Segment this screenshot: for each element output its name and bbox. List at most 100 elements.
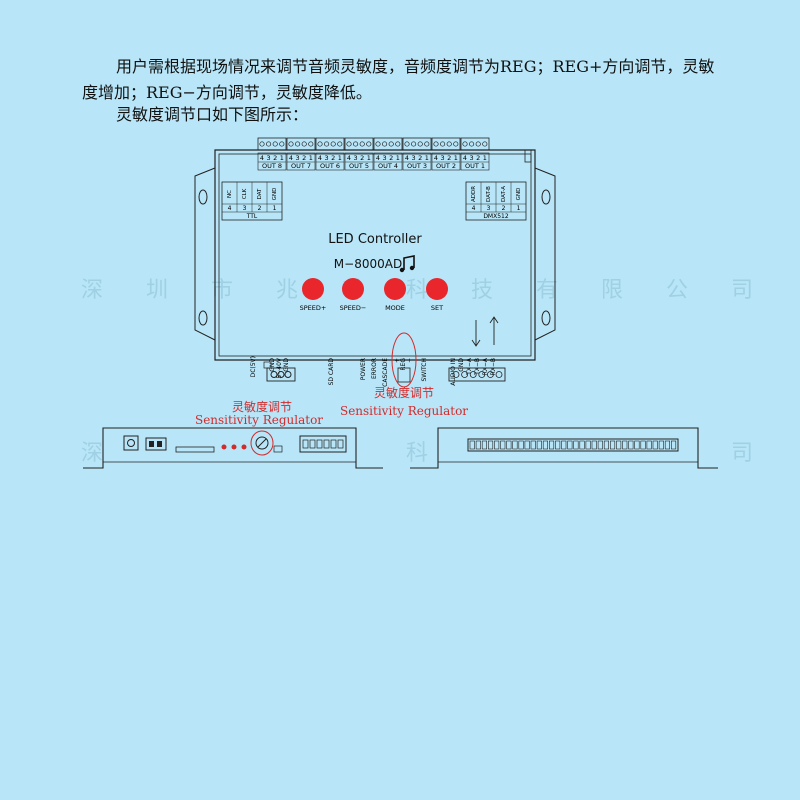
pin-number: 1: [396, 154, 400, 162]
button-label: MODE: [385, 304, 405, 312]
output-label: OUT 7: [291, 162, 311, 170]
watermark-char: 深: [81, 278, 103, 303]
port-pin-number: 4: [472, 205, 476, 212]
annotation-en-main: Sensitivity Regulator: [340, 404, 468, 418]
port-pin-number: 3: [243, 205, 247, 212]
audio-terminal: [448, 367, 506, 382]
pin-number: 2: [273, 154, 277, 162]
pin-number: 3: [470, 154, 474, 162]
bottom-port-label: CASCADE: [382, 358, 389, 387]
dmx-label: DMX512: [483, 213, 509, 220]
pin-number: 2: [447, 154, 451, 162]
bottom-port-label: REG: [400, 358, 407, 371]
output-label: OUT 3: [407, 162, 427, 170]
bottom-port-label: SD CARD: [328, 358, 335, 386]
intro-paragraph: 用户需根据现场情况来调节音频灵敏度，音频度调节为REG；REG+方向调节，灵敏度…: [82, 57, 715, 102]
port-pin-label: DAT-A: [501, 186, 507, 202]
pin-number: 1: [309, 154, 313, 162]
watermark-char: 技: [471, 278, 493, 303]
side-reg-highlight: [250, 430, 274, 456]
port-pin-label: GND: [516, 188, 522, 201]
button-label: SPEED−: [340, 304, 367, 312]
port-pin-label: NC: [227, 190, 233, 198]
port-pin-number: 3: [487, 205, 491, 212]
bottom-port-label: TX−B: [474, 358, 481, 376]
pin-number: 3: [267, 154, 271, 162]
control-button[interactable]: [342, 278, 364, 300]
port-pin-number: 2: [258, 205, 262, 212]
watermark-char: 公: [666, 278, 688, 303]
controller-side-view-back: [410, 427, 718, 469]
annotation-en-side: Sensitivity Regulator: [195, 413, 323, 427]
pin-number: 1: [454, 154, 458, 162]
pin-number: 1: [280, 154, 284, 162]
watermark-char: 司: [731, 441, 753, 466]
pin-number: 4: [376, 154, 380, 162]
control-button[interactable]: [426, 278, 448, 300]
port-pin-number: 2: [502, 205, 506, 212]
pin-number: 2: [360, 154, 364, 162]
pin-number: 1: [338, 154, 342, 162]
controller-side-view-front: [83, 427, 383, 469]
pin-number: 3: [441, 154, 445, 162]
output-label: OUT 8: [262, 162, 282, 170]
bottom-port-label: −: [406, 358, 413, 363]
pin-number: 4: [434, 154, 438, 162]
watermark-char: 深: [81, 441, 103, 466]
control-button[interactable]: [384, 278, 406, 300]
bottom-port-label: +: [394, 358, 401, 363]
output-label: OUT 1: [465, 162, 485, 170]
watermark-char: 限: [601, 278, 623, 303]
annotation-cn-side: 灵敏度调节: [232, 399, 292, 414]
watermark-char: 兆: [276, 278, 298, 303]
bottom-port-label: TX−A: [466, 357, 473, 376]
port-pin-number: 1: [517, 205, 521, 212]
pin-number: 2: [389, 154, 393, 162]
control-button[interactable]: [302, 278, 324, 300]
pin-number: 1: [425, 154, 429, 162]
arrow-down-icon: [471, 320, 481, 347]
button-label: SET: [431, 304, 443, 312]
bottom-port-label: RX−B: [490, 358, 497, 375]
pin-number: 2: [418, 154, 422, 162]
pin-number: 1: [367, 154, 371, 162]
pin-number: 4: [260, 154, 264, 162]
bottom-port-label: DC(5V): [250, 356, 257, 377]
watermark-char: 科: [406, 441, 428, 466]
watermark-char: 有: [536, 278, 558, 303]
port-pin-label: CLK: [242, 188, 248, 199]
bottom-port-label: RX−A: [482, 357, 489, 375]
watermark-char: 司: [731, 278, 753, 303]
pin-number: 4: [318, 154, 322, 162]
ttl-label: TTL: [246, 213, 258, 220]
bottom-port-label: GND: [269, 358, 276, 372]
port-pin-label: ADDR: [471, 186, 477, 202]
device-title: LED Controller: [328, 232, 422, 247]
pin-number: 4: [347, 154, 351, 162]
bottom-port-label: SWITCH: [421, 358, 428, 382]
pin-number: 4: [463, 154, 467, 162]
port-pin-label: DAT: [257, 188, 263, 199]
annotation-cn-main: 灵敏度调节: [374, 385, 434, 400]
pin-number: 3: [412, 154, 416, 162]
pin-number: 4: [405, 154, 409, 162]
bottom-port-label: GND: [458, 358, 465, 372]
bottom-port-label: ERROR: [371, 358, 378, 379]
power-terminal: [266, 367, 296, 382]
pin-number: 2: [476, 154, 480, 162]
pin-number: 3: [325, 154, 329, 162]
output-label: OUT 4: [378, 162, 398, 170]
pin-number: 4: [289, 154, 293, 162]
watermark-char: 圳: [146, 278, 168, 303]
bottom-port-label: POWER: [360, 358, 367, 380]
port-pin-label: GND: [272, 188, 278, 201]
watermark-char: 科: [406, 278, 428, 303]
watermark: 深圳市兆千科技有限公司深科司: [81, 278, 753, 466]
output-label: OUT 2: [436, 162, 456, 170]
pin-number: 2: [331, 154, 335, 162]
